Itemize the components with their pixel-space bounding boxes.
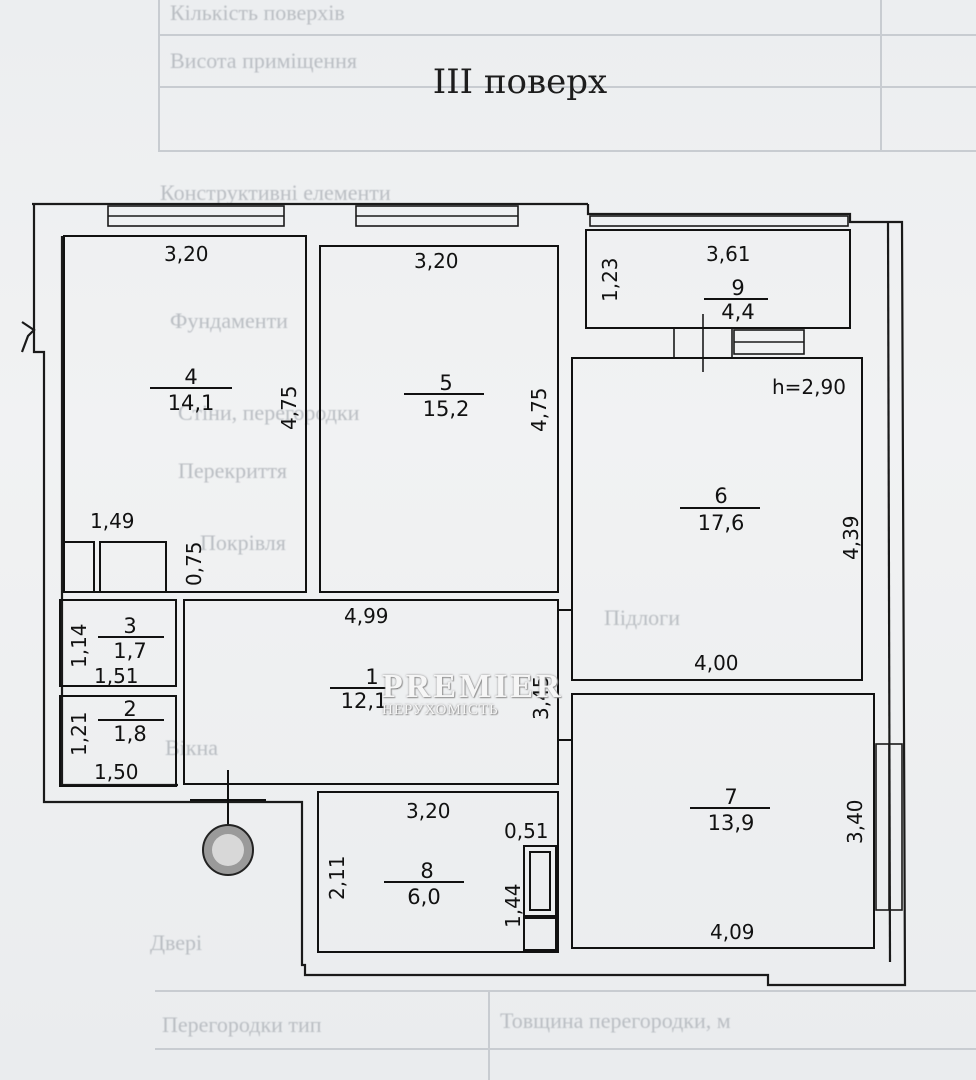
ghost-table-line <box>155 1048 976 1050</box>
dimension-label: 1,50 <box>94 760 139 784</box>
dimension-label: 4,09 <box>710 920 755 944</box>
dimension-label: 0,51 <box>504 819 549 843</box>
room-number: 8 <box>420 859 433 883</box>
floor-title: III поверх <box>432 62 608 102</box>
dimension-label: 0,75 <box>182 541 206 586</box>
room-area: 17,6 <box>698 511 745 535</box>
room-3-outline <box>59 599 177 687</box>
height-note: h=2,90 <box>772 375 846 399</box>
room-area: 4,4 <box>721 300 754 324</box>
dimension-label: 3,20 <box>414 249 459 273</box>
ghost-text: Підлоги <box>604 605 680 630</box>
dimension-label: 4,39 <box>839 515 863 560</box>
room-area: 15,2 <box>423 397 470 421</box>
dimension-label: 1,44 <box>501 883 525 928</box>
ghost-table-line <box>158 150 976 152</box>
dimension-label: 3,61 <box>706 242 751 266</box>
ghost-text: Стіни, перегородки <box>178 400 360 425</box>
room-number: 9 <box>731 276 744 300</box>
dimension-label: 4,75 <box>277 385 301 430</box>
room-area: 1,8 <box>113 722 146 746</box>
dimension-label: 3,20 <box>406 799 451 823</box>
room-area: 1,7 <box>113 639 146 663</box>
room-area: 6,0 <box>407 885 440 909</box>
dimension-label: 1,14 <box>67 623 91 668</box>
dimension-label: 1,49 <box>90 509 135 533</box>
room-area: 14,1 <box>168 391 215 415</box>
ghost-text: Конструктивні елементи <box>160 180 391 205</box>
dimension-label: 4,75 <box>527 387 551 432</box>
watermark-brand: PREMIER <box>382 668 564 705</box>
ghost-table-line <box>155 990 976 992</box>
dimension-label: 4,00 <box>694 651 739 675</box>
wardrobe <box>99 541 167 593</box>
room-number: 5 <box>439 371 452 395</box>
room-area: 13,9 <box>708 811 755 835</box>
window <box>589 215 849 227</box>
watermark-tagline: НЕРУХОМІСТЬ <box>382 702 499 718</box>
room-8-outline <box>317 791 559 953</box>
ghost-text: Товщина перегородки, м <box>500 1008 731 1033</box>
dimension-label: 2,11 <box>325 855 349 900</box>
watermark-logo: PREMIER НЕРУХОМІСТЬ <box>382 668 564 719</box>
dimension-label: 4,99 <box>344 604 389 628</box>
dimension-label: 3,20 <box>164 242 209 266</box>
dimension-label: 3,40 <box>843 799 867 844</box>
room-area: 12,1 <box>341 689 388 713</box>
dimension-label: 1,23 <box>598 257 622 302</box>
dimension-label: 1,21 <box>67 711 91 756</box>
ventilation-shaft <box>523 917 557 951</box>
ghost-text: Перекриття <box>178 458 287 483</box>
ghost-text: Висота приміщення <box>170 48 358 73</box>
dimension-label: 1,51 <box>94 664 139 688</box>
ghost-text: Кількість поверхів <box>170 0 345 25</box>
ghost-text: Двері <box>150 930 203 955</box>
room-6-outline <box>571 357 863 681</box>
room-number: 4 <box>184 365 197 389</box>
room-4-outline <box>63 235 307 593</box>
exterior-wall <box>20 321 36 353</box>
ventilation-shaft <box>523 845 557 917</box>
dimension-label: 3,45 <box>529 675 553 720</box>
ghost-text: Фундаменти <box>170 308 288 333</box>
ghost-table-line <box>158 34 976 36</box>
exterior-wall <box>32 202 907 987</box>
room-number: 7 <box>724 785 737 809</box>
ghost-table-line <box>880 0 882 150</box>
room-7-outline <box>571 693 875 949</box>
ghost-text: Перегородки тип <box>162 1012 322 1037</box>
room-number: 2 <box>123 697 136 721</box>
room-number: 6 <box>714 484 727 508</box>
room-number: 3 <box>123 614 136 638</box>
ghost-text: Вікна <box>165 735 219 760</box>
room-1-outline <box>183 599 559 785</box>
room-9-outline <box>585 229 851 329</box>
ghost-table-line <box>488 990 490 1080</box>
ghost-text: Покрівля <box>200 530 286 555</box>
room-number: 1 <box>365 665 378 689</box>
ghost-table-line <box>158 0 160 150</box>
wardrobe <box>63 541 95 593</box>
ghost-table-line <box>158 86 976 88</box>
room-2-outline <box>59 695 177 787</box>
room-5-outline <box>319 245 559 593</box>
ventilation-shaft <box>529 851 551 911</box>
